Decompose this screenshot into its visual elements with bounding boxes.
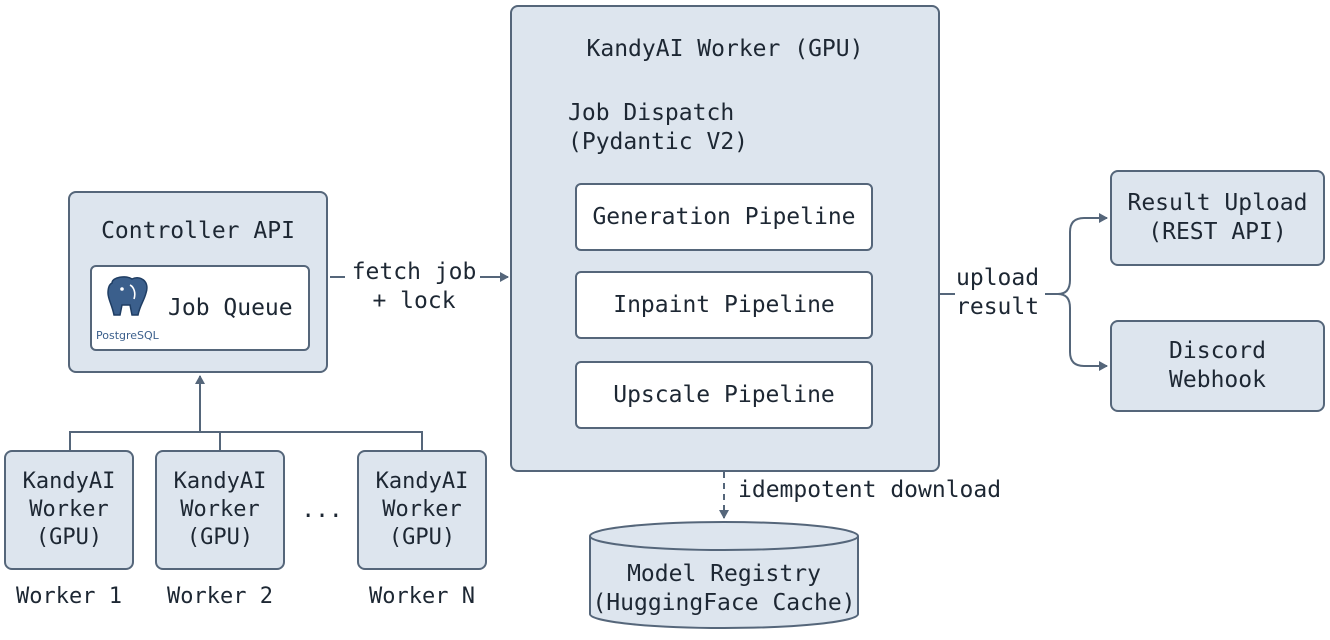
upscale-pipeline-box: Upscale Pipeline	[575, 361, 873, 429]
job-queue-label: Job Queue	[168, 295, 293, 321]
fetch-label-line1: fetch job	[351, 259, 477, 285]
model-registry-label: Model Registry (HuggingFace Cache)	[590, 560, 858, 618]
worker-2-line2: Worker	[180, 497, 260, 522]
job-queue-box: PostgreSQL Job Queue	[90, 265, 310, 351]
worker-box-n: KandyAI Worker (GPU)	[357, 450, 487, 570]
postgresql-logo-text: PostgreSQL	[96, 329, 159, 342]
upscale-pipeline-label: Upscale Pipeline	[613, 382, 835, 408]
inpaint-pipeline-label: Inpaint Pipeline	[613, 292, 835, 318]
model-registry-cylinder	[589, 521, 859, 629]
dispatch-line2: (Pydantic V2)	[568, 128, 749, 155]
worker-n-caption: Worker N	[369, 584, 475, 609]
fetch-label-line2: + lock	[372, 287, 456, 314]
upload-line1: upload	[956, 265, 1040, 291]
upload-result-label: upload result	[956, 264, 1046, 322]
generation-pipeline-label: Generation Pipeline	[592, 204, 856, 230]
worker-1-line2: Worker	[29, 497, 109, 522]
generation-pipeline-box: Generation Pipeline	[575, 183, 873, 251]
dispatch-line1: Job Dispatch	[568, 100, 735, 126]
worker-bus-line	[69, 431, 423, 450]
worker-box-1: KandyAI Worker (GPU)	[4, 450, 134, 570]
upload-line2: result	[956, 293, 1040, 320]
postgresql-elephant-icon	[107, 276, 148, 316]
upload-to-result-arrow	[1057, 213, 1108, 295]
registry-line1: Model Registry	[627, 561, 821, 587]
workers-ellipsis: ...	[301, 497, 343, 523]
inpaint-pipeline-box: Inpaint Pipeline	[575, 271, 873, 339]
gpu-worker-title: KandyAI Worker (GPU)	[586, 36, 864, 62]
worker-n-line1: KandyAI	[375, 469, 469, 494]
worker-box-2: KandyAI Worker (GPU)	[155, 450, 285, 570]
registry-line2: (HuggingFace Cache)	[592, 589, 856, 616]
result-upload-box: Result Upload (REST API)	[1110, 170, 1325, 266]
job-dispatch-label: Job Dispatch (Pydantic V2)	[568, 99, 748, 157]
result-upload-line1: Result Upload	[1127, 190, 1308, 217]
worker-n-line2: Worker	[382, 497, 462, 522]
gpu-worker-box: KandyAI Worker (GPU) Job Dispatch (Pydan…	[510, 5, 940, 472]
worker-n-line3: (GPU)	[388, 525, 456, 550]
upload-to-discord-arrow	[1057, 293, 1108, 371]
worker-2-caption: Worker 2	[167, 584, 273, 609]
discord-line2: Webhook	[1169, 367, 1266, 393]
idempotent-download-label: idempotent download	[738, 477, 1002, 503]
fetch-job-label: fetch job + lock	[346, 258, 482, 316]
discord-line1: Discord	[1169, 338, 1266, 365]
result-upload-line2: (REST API)	[1148, 219, 1287, 245]
worker-1-line3: (GPU)	[35, 525, 103, 550]
worker-2-line3: (GPU)	[186, 525, 254, 550]
discord-webhook-box: Discord Webhook	[1110, 320, 1325, 412]
worker-1-caption: Worker 1	[16, 584, 122, 609]
controller-api-box: Controller API PostgreSQL Job Queue	[68, 191, 328, 373]
controller-api-title: Controller API	[101, 218, 295, 244]
worker-2-line1: KandyAI	[173, 469, 267, 494]
worker-1-line1: KandyAI	[22, 469, 116, 494]
